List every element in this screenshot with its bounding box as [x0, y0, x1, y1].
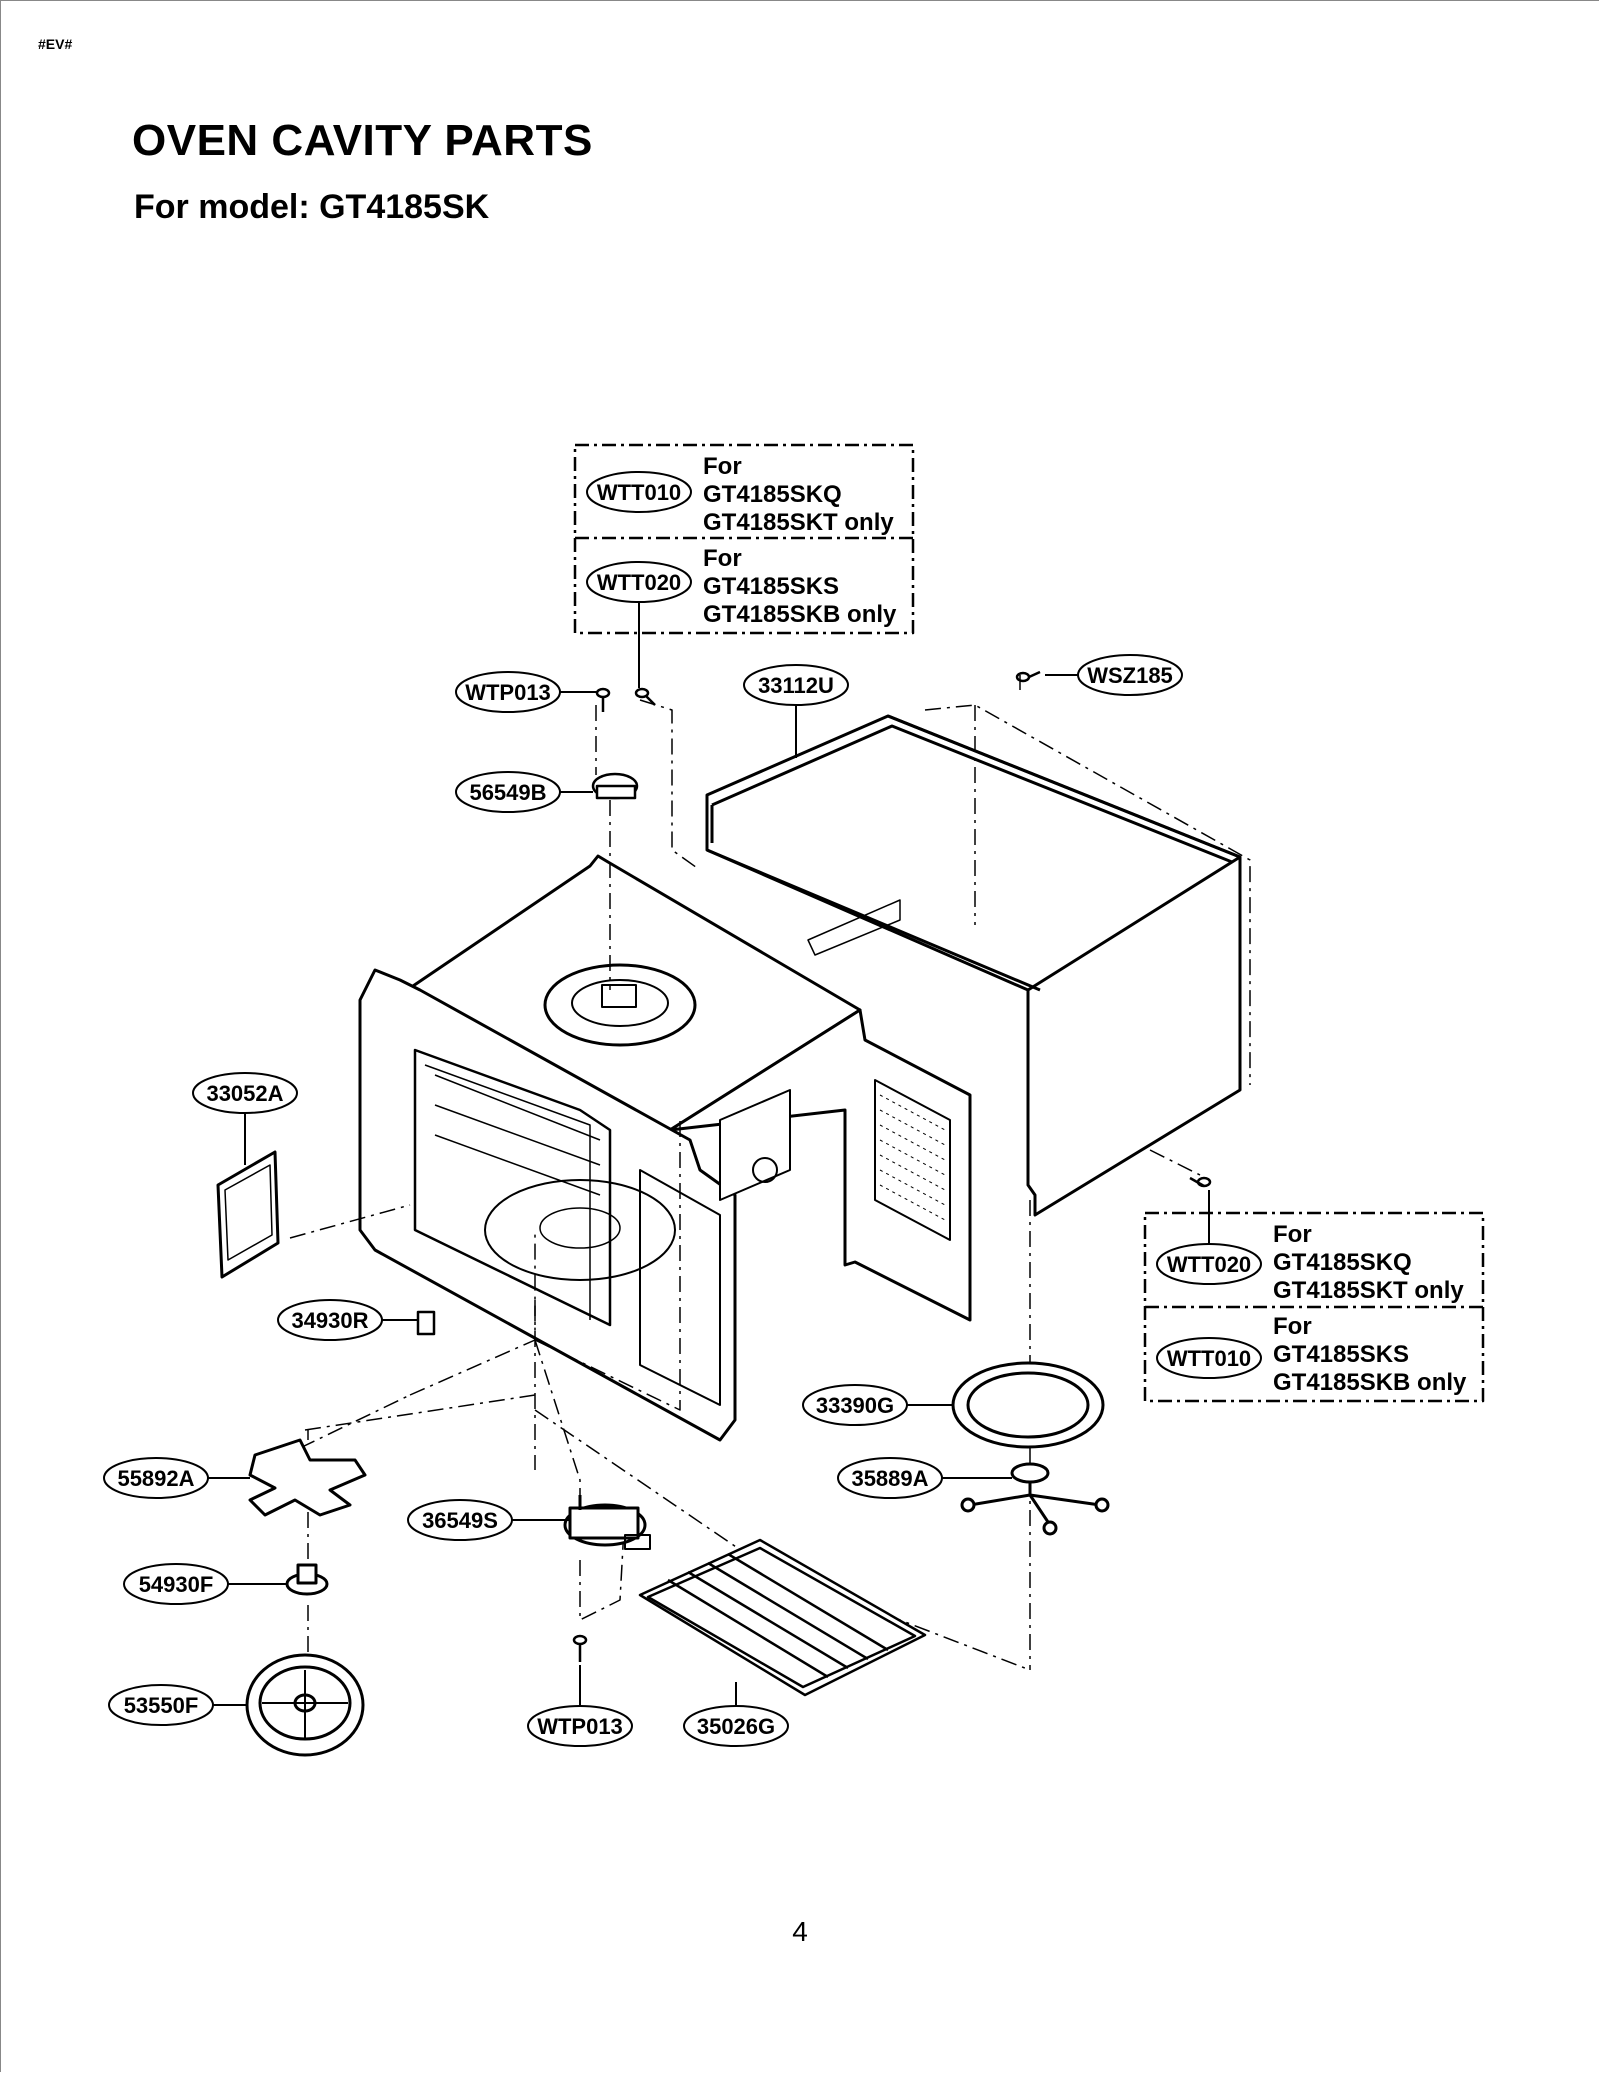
note-part-bubble: [586, 471, 692, 513]
note-text-line: GT4185SKS: [1273, 1341, 1409, 1368]
note-text-line: GT4185SKT only: [1273, 1277, 1464, 1304]
note-text-line: GT4185SKB only: [1273, 1369, 1467, 1396]
callout-label: 36549S: [422, 1508, 498, 1533]
callout-label: 35026G: [697, 1714, 775, 1739]
outer-cabinet-drawing: [705, 714, 1242, 1217]
callout-bubble: [455, 771, 561, 813]
note-text-line: For: [703, 453, 742, 480]
note-part-bubble: [1156, 1337, 1262, 1379]
motor-36549s-drawing: [563, 1495, 651, 1550]
callout-bubble: [837, 1457, 943, 1499]
note-text-line: GT4185SKS: [703, 573, 839, 600]
applicability-note-right: WTT020 For GT4185SKQ GT4185SKT only WTT0…: [1143, 1190, 1485, 1403]
assembly-guide-lines: [639, 675, 1251, 1176]
note-text-line: GT4185SKQ: [1273, 1249, 1412, 1276]
callouts: WTP013 33112U WSZ185 56549B 33052A 34930…: [103, 654, 1183, 1747]
applicability-note-top: WTT010 For GT4185SKQ GT4185SKT only WTT0…: [573, 443, 915, 688]
note-text-line: GT4185SKT only: [703, 509, 894, 536]
note-text-line: GT4185SKQ: [703, 481, 842, 508]
coupler-55892a-drawing: [248, 1438, 367, 1517]
page-number: 4: [792, 1916, 808, 1947]
note-text-line: For: [1273, 1313, 1312, 1340]
note-text-line: For: [703, 545, 742, 572]
callout-label: WTP013: [537, 1714, 623, 1739]
callout-bubble: [192, 1072, 298, 1114]
turntable-53550f-drawing: [245, 1653, 365, 1757]
switch-34930r-drawing: [416, 1310, 436, 1336]
callout-bubble: [802, 1384, 908, 1426]
model-subtitle: For model: GT4185SK: [134, 188, 490, 226]
ring-33390g-drawing: [951, 1361, 1105, 1449]
note-part-label: WTT020: [1167, 1252, 1251, 1277]
motor-56549b-drawing: [591, 772, 639, 800]
callout-bubble: [108, 1684, 214, 1726]
callout-label: 56549B: [469, 780, 546, 805]
waveguide-cover-drawing: [216, 1150, 280, 1279]
callout-label: 55892A: [117, 1466, 194, 1491]
callout-bubble: [1077, 654, 1183, 696]
callout-label: 33390G: [816, 1393, 894, 1418]
callout-bubble: [123, 1563, 229, 1605]
roller-35889a-drawing: [960, 1462, 1110, 1536]
callout-label: 53550F: [124, 1693, 199, 1718]
note-part-label: WTT010: [597, 480, 681, 505]
callout-bubble: [683, 1705, 789, 1747]
wire-rack-35026g-drawing: [638, 1538, 927, 1697]
coupler-54930f-drawing: [285, 1563, 329, 1596]
callout-bubble: [103, 1457, 209, 1499]
note-text-line: For: [1273, 1221, 1312, 1248]
oven-cavity-drawing: [358, 854, 972, 1442]
callout-label: 34930R: [291, 1308, 368, 1333]
callout-label: 33052A: [206, 1081, 283, 1106]
callout-label: WTP013: [465, 680, 551, 705]
callout-bubble: [743, 664, 849, 706]
note-part-label: WTT020: [597, 570, 681, 595]
callout-bubble: [407, 1499, 513, 1541]
document-mark: #EV#: [38, 36, 73, 52]
page-title: OVEN CAVITY PARTS: [132, 116, 593, 165]
screw-drawing: [572, 670, 1212, 1662]
note-part-label: WTT010: [1167, 1346, 1251, 1371]
callout-bubble: [455, 671, 561, 713]
callout-label: 54930F: [139, 1572, 214, 1597]
callout-bubble: [277, 1299, 383, 1341]
callout-label: 35889A: [851, 1466, 928, 1491]
callout-label: 33112U: [758, 673, 834, 698]
callout-label: WSZ185: [1087, 663, 1173, 688]
callout-bubble: [527, 1705, 633, 1747]
note-text-line: GT4185SKB only: [703, 601, 897, 628]
